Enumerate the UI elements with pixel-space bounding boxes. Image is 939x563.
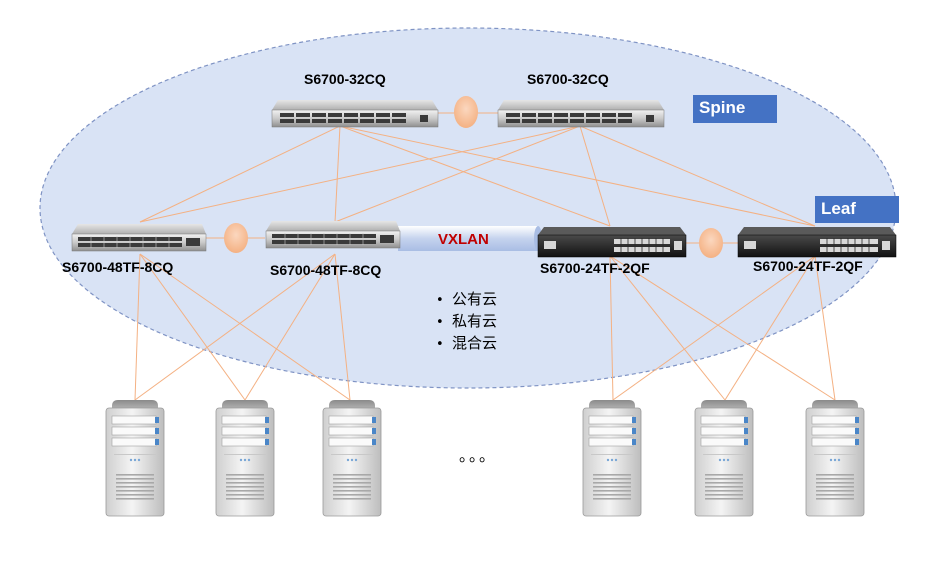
leaf-switch-1-label: S6700-48TF-8CQ — [62, 259, 174, 275]
leaf-server-links — [134, 253, 836, 401]
leaf-switch-2-label: S6700-48TF-8CQ — [270, 262, 382, 278]
spine-switch-1-label: S6700-32CQ — [304, 71, 386, 87]
spine-leaf-links — [139, 125, 816, 227]
leaf-peer-link-left — [224, 223, 248, 253]
vxlan-tunnel — [398, 226, 542, 251]
cloud-types-list: 公有云 私有云 混合云 — [436, 289, 497, 355]
vxlan-label: VXLAN — [438, 231, 489, 248]
leaf-switch-3-label: S6700-24TF-2QF — [540, 260, 650, 276]
cloud-type-private: 私有云 — [436, 311, 497, 333]
cloud-type-hybrid: 混合云 — [436, 333, 497, 355]
peer-links — [205, 96, 738, 258]
spine-switch-2 — [497, 100, 665, 128]
leaf-switch-4-label: S6700-24TF-2QF — [753, 258, 863, 274]
leaf-tag: Leaf — [815, 196, 899, 223]
leaf-switch-4 — [737, 227, 897, 258]
leaf-switch-1 — [71, 224, 207, 252]
cloud-type-public: 公有云 — [436, 289, 497, 311]
spine-peer-link — [454, 96, 478, 128]
leaf-switch-3 — [537, 227, 687, 258]
server-5 — [694, 400, 754, 517]
leaf-switch-2 — [265, 221, 401, 249]
server-4 — [582, 400, 642, 517]
spine-switch-1 — [271, 100, 439, 128]
leaf-peer-link-right — [699, 228, 723, 258]
server-3 — [322, 400, 382, 517]
server-6 — [805, 400, 865, 517]
more-servers-ellipsis: 。。。 — [459, 446, 498, 465]
server-1 — [105, 400, 165, 517]
servers — [105, 400, 865, 517]
spine-tag: Spine — [693, 95, 777, 123]
spine-switch-2-label: S6700-32CQ — [527, 71, 609, 87]
server-2 — [215, 400, 275, 517]
